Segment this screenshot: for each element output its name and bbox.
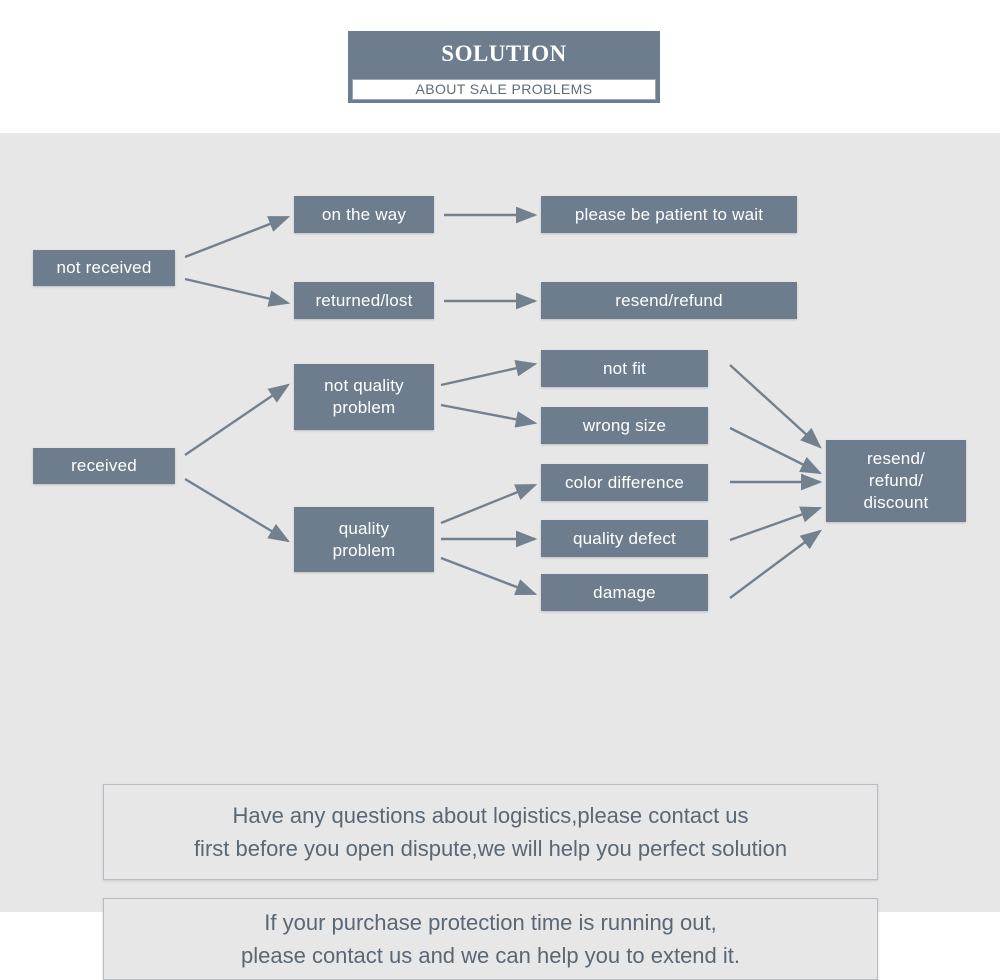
edge-damage-to-resend-arrow-icon [729, 529, 822, 599]
edge-not-received-to-returned-lost-arrow-icon [184, 277, 291, 307]
flow-node-label: quality problem [332, 518, 396, 560]
flow-node-label: returned/lost [315, 290, 413, 310]
flow-node-received: received [33, 448, 175, 484]
note-logistics-text: Have any questions about logistics,pleas… [193, 803, 788, 861]
flow-node-quality-problem: quality problem [294, 507, 434, 572]
flow-node-returned-lost: returned/lost [294, 282, 434, 319]
edge-not-fit-to-resend-arrow-icon [729, 364, 822, 449]
edge-received-to-not-quality-problem-arrow-icon [184, 383, 290, 456]
flow-node-label: wrong size [582, 415, 667, 435]
flow-node-wrong-size: wrong size [541, 407, 708, 444]
flow-node-resend-refund: resend/refund [541, 282, 797, 319]
flow-node-on-the-way: on the way [294, 196, 434, 233]
edge-not-received-to-on-the-way-arrow-icon [184, 215, 291, 259]
flow-node-label: not received [56, 258, 152, 278]
flowchart-panel: not received on the way returned/lost pleas… [0, 133, 1000, 980]
edge-wrong-size-to-resend-arrow-icon [729, 426, 823, 475]
edge-not-quality-to-wrong-size-arrow-icon [440, 403, 538, 428]
flow-node-label: color difference [564, 472, 685, 492]
flow-node-not-fit: not fit [541, 350, 708, 387]
flow-node-label: resend/ refund/ discount [863, 449, 929, 512]
flow-node-resend-refund-discount: resend/ refund/ discount [826, 440, 966, 522]
edge-quality-defect-to-resend-arrow-icon [729, 506, 823, 542]
note-protection-time: If your purchase protection time is runn… [103, 898, 878, 980]
flow-node-not-received: not received [33, 250, 175, 286]
flow-node-label: received [71, 456, 137, 476]
flow-node-color-difference: color difference [541, 464, 708, 501]
note-logistics: Have any questions about logistics,pleas… [103, 784, 878, 880]
edge-quality-to-damage-arrow-icon [440, 556, 538, 596]
flow-node-label: on the way [321, 204, 407, 224]
edge-received-to-quality-problem-arrow-icon [184, 477, 291, 543]
flowchart-connectors [184, 206, 823, 599]
flow-node-label: quality defect [573, 528, 676, 548]
flow-node-please-be-patient: please be patient to wait [541, 196, 797, 233]
flow-node-label: not fit [603, 358, 646, 378]
flow-node-label: please be patient to wait [574, 204, 764, 224]
flow-node-not-quality-problem: not quality problem [294, 364, 434, 430]
edge-quality-to-color-difference-arrow-icon [440, 483, 538, 525]
flow-node-label: resend/refund [615, 290, 723, 310]
flow-node-label: damage [593, 582, 656, 602]
header-subtitle-box: ABOUT SALE PROBLEMS [352, 79, 656, 100]
edge-not-quality-to-not-fit-arrow-icon [440, 359, 538, 387]
header-subtitle: ABOUT SALE PROBLEMS [415, 81, 593, 97]
flow-node-label: not quality problem [324, 376, 404, 417]
page-title: SOLUTION [441, 41, 567, 66]
flow-node-quality-defect: quality defect [541, 520, 708, 557]
flow-node-damage: damage [541, 574, 708, 611]
header-banner: SOLUTION ABOUT SALE PROBLEMS [348, 31, 660, 103]
note-protection-time-text: If your purchase protection time is runn… [241, 910, 740, 968]
